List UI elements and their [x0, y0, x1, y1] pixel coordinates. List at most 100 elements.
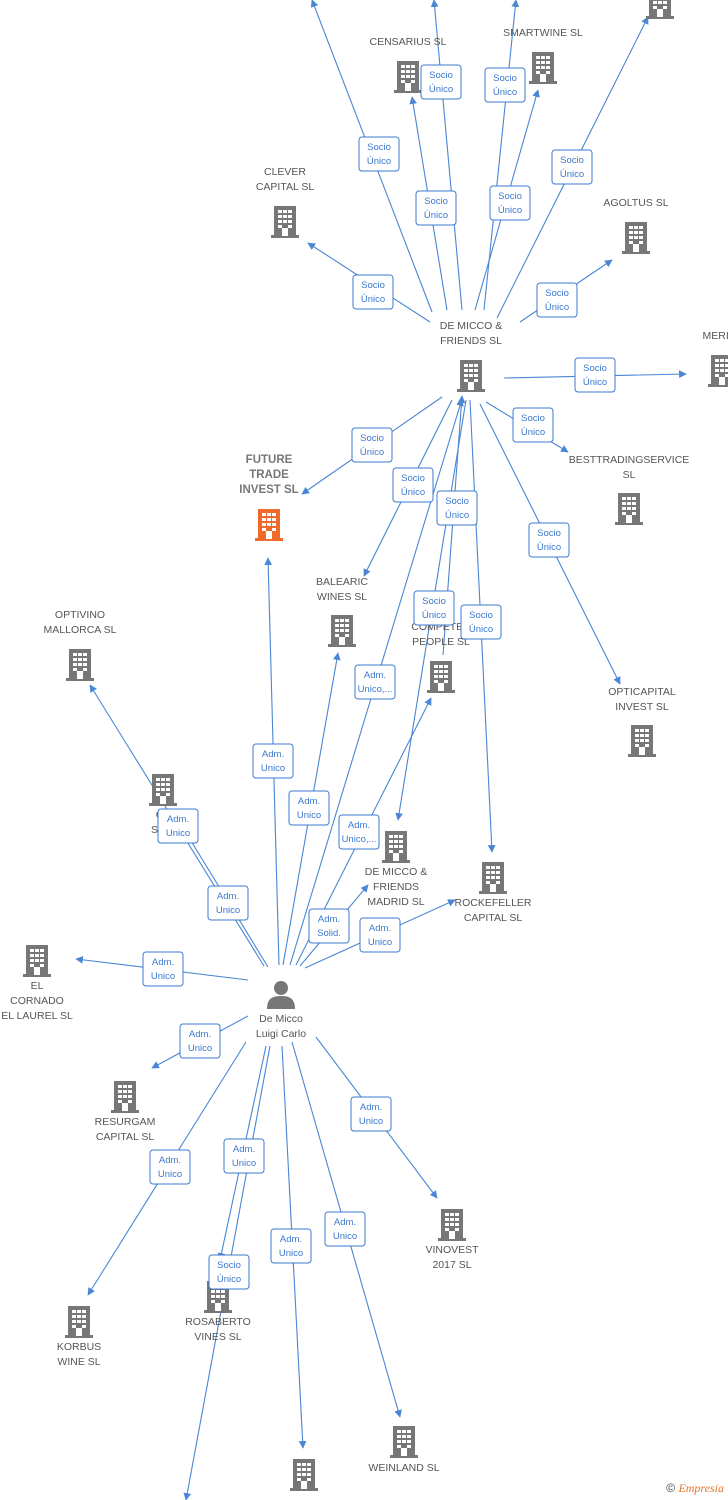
node-label[interactable]: CAPITAL SL	[464, 912, 523, 924]
node-label[interactable]: FRIENDS	[373, 881, 419, 893]
relation-label-box[interactable]	[223, 1138, 265, 1174]
building-icon[interactable]	[65, 1306, 93, 1338]
building-icon[interactable]	[479, 862, 507, 894]
relation-label-box[interactable]	[149, 1149, 191, 1185]
building-icon[interactable]	[23, 945, 51, 977]
node-label[interactable]: DE MICCO &	[365, 866, 427, 878]
node-smartwine[interactable]: SMARTWINE SL	[503, 27, 583, 84]
relation-label-box[interactable]	[415, 190, 457, 226]
node-vinovest[interactable]: VINOVEST 2017 SL	[425, 1209, 479, 1271]
relation-label[interactable]: Adm.Unico	[324, 1211, 366, 1247]
relation-label-box[interactable]	[350, 1096, 392, 1132]
node-label[interactable]: DE MICCO &	[440, 320, 502, 332]
building-icon[interactable]	[149, 774, 177, 806]
node-label[interactable]: CLEVER	[264, 166, 306, 178]
building-icon[interactable]	[111, 1081, 139, 1113]
relation-label[interactable]: Adm.Unico	[157, 808, 199, 844]
relation-label[interactable]: Adm.Unico,...	[354, 664, 396, 700]
building-icon[interactable]	[438, 1209, 466, 1241]
node-agoltus[interactable]: AGOLTUS SL	[603, 197, 669, 254]
building-icon[interactable]	[427, 661, 455, 693]
relation-label-box[interactable]	[358, 136, 400, 172]
building-icon[interactable]	[290, 1459, 318, 1491]
relation-label[interactable]: Adm.Unico,...	[338, 814, 380, 850]
relation-label-box[interactable]	[338, 814, 380, 850]
relation-label-box[interactable]	[413, 590, 455, 626]
relation-label-box[interactable]	[252, 743, 294, 779]
relation-label[interactable]: Adm.Unico	[288, 790, 330, 826]
node-label[interactable]: 2017 SL	[432, 1259, 471, 1271]
node-label[interactable]: EL LAUREL SL	[1, 1010, 73, 1022]
relation-label-box[interactable]	[420, 64, 462, 100]
relation-label-box[interactable]	[359, 917, 401, 953]
relation-label-box[interactable]	[157, 808, 199, 844]
relation-label-box[interactable]	[551, 149, 593, 185]
node-clever[interactable]: CLEVER CAPITAL SL	[256, 166, 315, 238]
relation-label-box[interactable]	[207, 885, 249, 921]
node-label[interactable]: De Micco	[259, 1013, 303, 1025]
relation-label-box[interactable]	[179, 1023, 221, 1059]
node-label[interactable]: FRIENDS SL	[440, 335, 502, 347]
building-icon[interactable]	[457, 360, 485, 392]
node-label[interactable]: MERITA	[703, 330, 728, 342]
node-label[interactable]: OPTIVINO	[55, 609, 105, 621]
node-label[interactable]: VINOVEST	[425, 1244, 479, 1256]
building-icon[interactable]	[708, 355, 728, 387]
relation-label[interactable]: Adm.Unico	[179, 1023, 221, 1059]
relation-label[interactable]: Adm.Solid.	[308, 908, 350, 944]
relation-label[interactable]: Adm.Unico	[350, 1096, 392, 1132]
relation-label-box[interactable]	[484, 67, 526, 103]
relation-label-box[interactable]	[354, 664, 396, 700]
building-icon[interactable]	[328, 615, 356, 647]
building-icon[interactable]	[255, 509, 283, 541]
building-icon[interactable]	[622, 222, 650, 254]
person-icon[interactable]	[267, 981, 295, 1009]
node-weinland[interactable]: WEINLAND SL	[368, 1426, 440, 1474]
node-label[interactable]: SL	[623, 469, 636, 481]
relation-label-box[interactable]	[288, 790, 330, 826]
node-censarius[interactable]: CENSARIUS SL	[369, 36, 447, 93]
relation-label-box[interactable]	[142, 951, 184, 987]
node-label[interactable]: CAPITAL SL	[96, 1131, 155, 1143]
node-demicco[interactable]: DE MICCO & FRIENDS SL	[440, 320, 502, 392]
node-label[interactable]: AGOLTUS SL	[603, 197, 668, 209]
node-label[interactable]: MALLORCA SL	[44, 624, 117, 636]
relation-label[interactable]: Adm.Unico	[270, 1228, 312, 1264]
node-label[interactable]: CORNADO	[10, 995, 64, 1007]
node-label[interactable]: WINE SL	[57, 1356, 100, 1368]
node-label[interactable]: CAPITAL SL	[256, 181, 315, 193]
node-label[interactable]: BALEARIC	[316, 576, 368, 588]
relation-label-box[interactable]	[352, 274, 394, 310]
node-top_right[interactable]	[646, 0, 674, 19]
node-label[interactable]: FUTURE	[246, 454, 293, 466]
node-label[interactable]: RESURGAM	[95, 1116, 156, 1128]
relation-label-box[interactable]	[512, 407, 554, 443]
node-label[interactable]: INVEST SL	[615, 701, 669, 713]
building-icon[interactable]	[382, 831, 410, 863]
relation-label-box[interactable]	[351, 427, 393, 463]
node-bottom_center[interactable]	[290, 1459, 318, 1491]
relation-label-box[interactable]	[392, 467, 434, 503]
node-label[interactable]: ROSABERTO	[185, 1316, 251, 1328]
building-icon[interactable]	[615, 493, 643, 525]
building-icon[interactable]	[66, 649, 94, 681]
